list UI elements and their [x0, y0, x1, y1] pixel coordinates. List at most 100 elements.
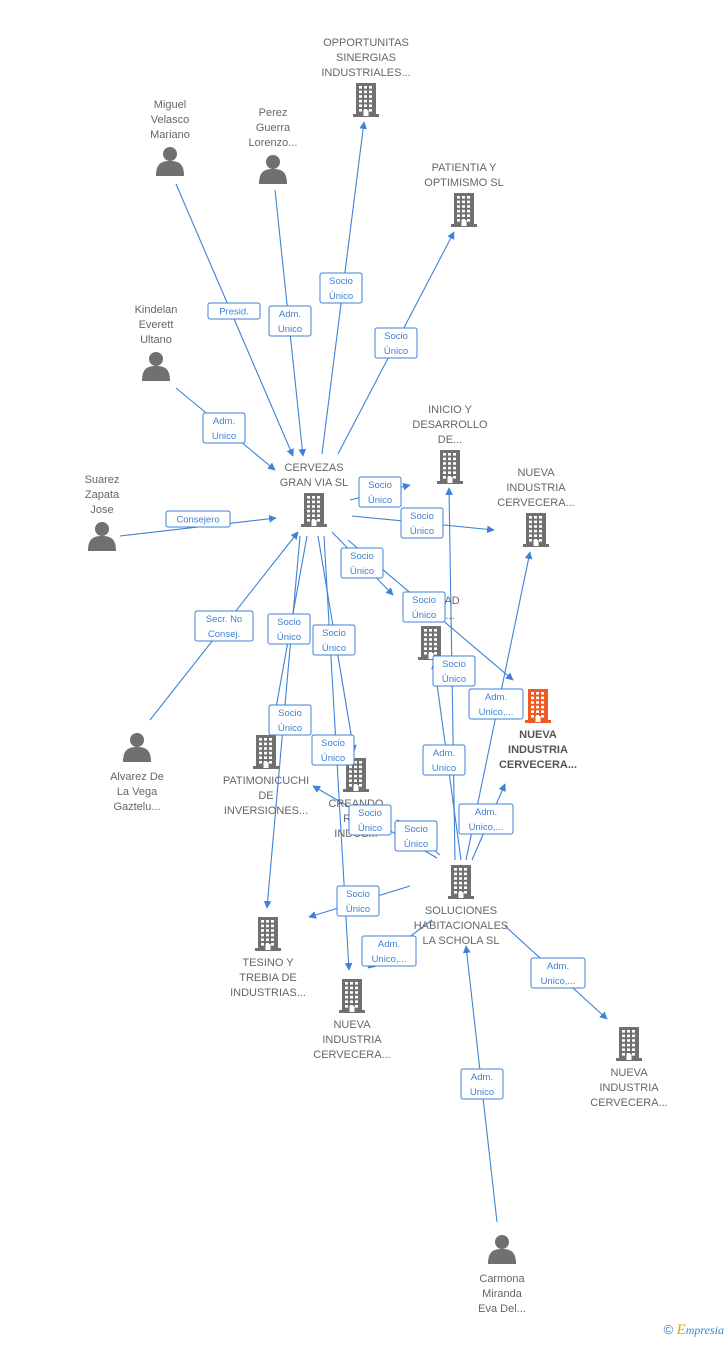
edge-label-text: Único [412, 610, 436, 621]
node-label: Eva Del... [478, 1303, 526, 1315]
edge-label-text: Socio [358, 808, 382, 819]
edge-label-box [374, 327, 418, 359]
building-icon [301, 493, 327, 527]
edge-label[interactable]: Consejero [165, 510, 231, 528]
edge-label-text: Adm. [213, 416, 235, 427]
edge-label[interactable]: Adm.Unico,... [458, 803, 514, 835]
edge-label-text: Unico,... [541, 976, 576, 987]
edge-label[interactable]: Adm.Unico,... [468, 688, 524, 720]
node-label: CERVECERA... [499, 759, 577, 771]
edge-label-box [312, 624, 356, 656]
node-label: NUEVA [333, 1019, 371, 1031]
edge-label-box [348, 804, 392, 836]
edge-label-box [432, 655, 476, 687]
node-label: TREBIA DE [239, 972, 296, 984]
building-icon [448, 865, 474, 899]
edge-label-text: Presid. [219, 307, 249, 318]
node-nueva_b[interactable]: NUEVAINDUSTRIACERVECERA... [313, 979, 391, 1061]
node-label: Alvarez De [110, 771, 164, 783]
edge-label-text: Único [321, 753, 345, 764]
edge-label-text: Único [410, 526, 434, 537]
edge-label-text: Secr. No [206, 614, 242, 625]
edge-label-box [458, 803, 514, 835]
building-icon [255, 917, 281, 951]
edge-label[interactable]: Adm.Unico [202, 412, 246, 444]
copyright-symbol: © [663, 1322, 674, 1337]
edge-label-text: Socio [329, 276, 353, 287]
edge-label-box [361, 935, 417, 967]
building-icon [343, 758, 369, 792]
node-nueva_main[interactable]: NUEVAINDUSTRIACERVECERA... [499, 689, 577, 771]
node-label: SINERGIAS [336, 52, 396, 64]
node-label: Lorenzo... [249, 137, 298, 149]
node-label: INDUSTRIA [322, 1034, 382, 1046]
edge-label-text: Socio [404, 824, 428, 835]
edge-label-box [207, 302, 261, 320]
brand-logo[interactable]: Empresia [676, 1322, 724, 1338]
node-nueva_a[interactable]: NUEVAINDUSTRIACERVECERA... [497, 467, 575, 547]
edge-label-box [311, 734, 355, 766]
node-label: OPPORTUNITAS [323, 37, 409, 49]
building-icon [437, 450, 463, 484]
edge-label-box [460, 1068, 504, 1100]
node-opportunitas[interactable]: OPPORTUNITASSINERGIASINDUSTRIALES... [321, 37, 411, 117]
node-label: INICIO Y [428, 404, 472, 416]
edge-label-text: Socio [410, 511, 434, 522]
node-label: SOLUCIONES [425, 905, 497, 917]
edge-label-text: Unico,... [469, 822, 504, 833]
edge-label[interactable]: Adm.Unico,... [361, 935, 417, 967]
edge-labels-layer: Presid.Adm.UnicoAdm.UnicoConsejeroSecr. … [165, 272, 586, 1100]
edge-label-box [400, 507, 444, 539]
edge-label[interactable]: Adm.Unico [268, 305, 312, 337]
node-label: NUEVA [610, 1067, 648, 1079]
edge-label[interactable]: Presid. [207, 302, 261, 320]
edge-label[interactable]: Secr. No Consej. [194, 610, 254, 642]
edge-label-box [194, 610, 254, 642]
node-label: PATIMONICUCHI [223, 775, 309, 787]
edge-label[interactable]: Adm.Unico,... [530, 957, 586, 989]
node-label: INDUSTRIA [508, 744, 568, 756]
node-label: Everett [139, 319, 174, 331]
node-label: Mariano [150, 129, 190, 141]
edge-label-text: Único [384, 346, 408, 357]
node-label: Suarez [85, 474, 120, 486]
node-perez[interactable]: PerezGuerraLorenzo... [249, 107, 298, 184]
edge-label-text: Único [329, 291, 353, 302]
edge-label-box [268, 704, 312, 736]
edge-label-text: Socio [322, 628, 346, 639]
edge-label[interactable]: Adm.Unico [460, 1068, 504, 1100]
node-patimonicuchi[interactable]: PATIMONICUCHIDEINVERSIONES... [223, 735, 309, 817]
node-inicio[interactable]: INICIO YDESARROLLODE... [412, 404, 488, 484]
edge-label-text: Consej. [208, 629, 240, 640]
node-label: OPTIMISMO SL [424, 177, 503, 189]
footer-credit: © Empresia [664, 1322, 724, 1339]
node-nueva_c[interactable]: NUEVAINDUSTRIACERVECERA... [590, 1027, 668, 1109]
edge-label[interactable]: Adm.Unico [422, 744, 466, 776]
node-label: Perez [259, 107, 288, 119]
